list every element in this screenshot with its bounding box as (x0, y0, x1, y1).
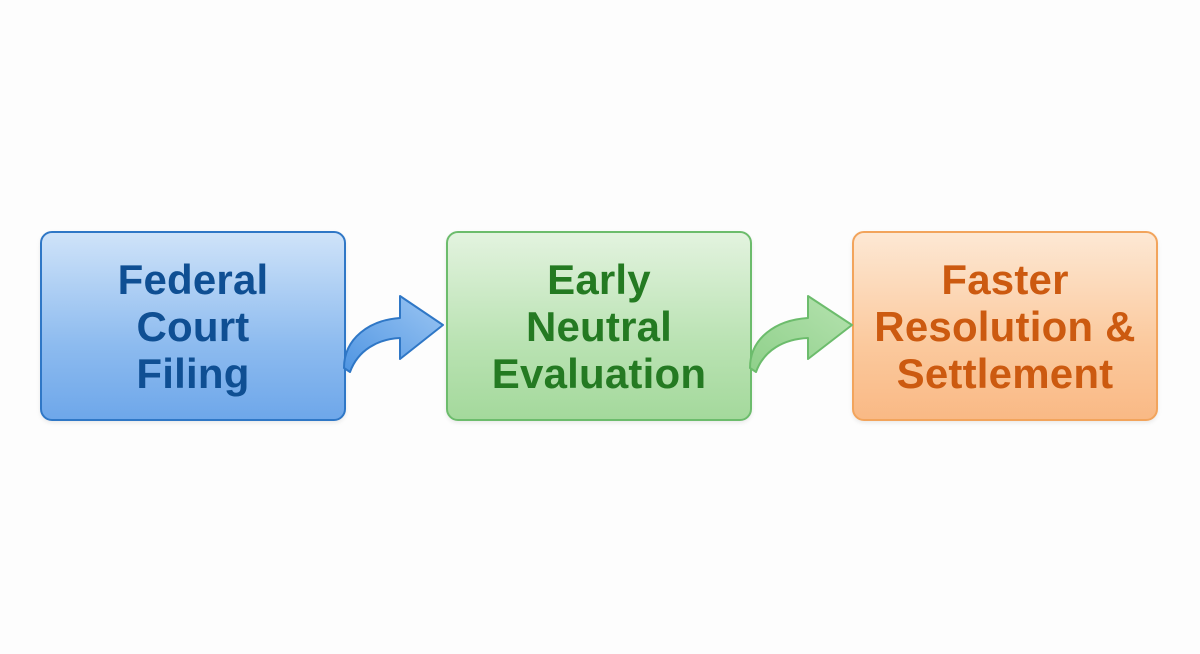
step-faster-resolution: Faster Resolution & Settlement (852, 231, 1158, 421)
arrow-1-icon (343, 295, 444, 373)
step-3-label: Faster Resolution & Settlement (874, 255, 1136, 397)
step-federal-court-filing: Federal Court Filing (40, 231, 346, 421)
arrow-2-icon (749, 295, 853, 373)
step-early-neutral-evaluation: Early Neutral Evaluation (446, 231, 752, 421)
step-2-label: Early Neutral Evaluation (491, 255, 707, 397)
step-1-label: Federal Court Filing (117, 255, 269, 397)
